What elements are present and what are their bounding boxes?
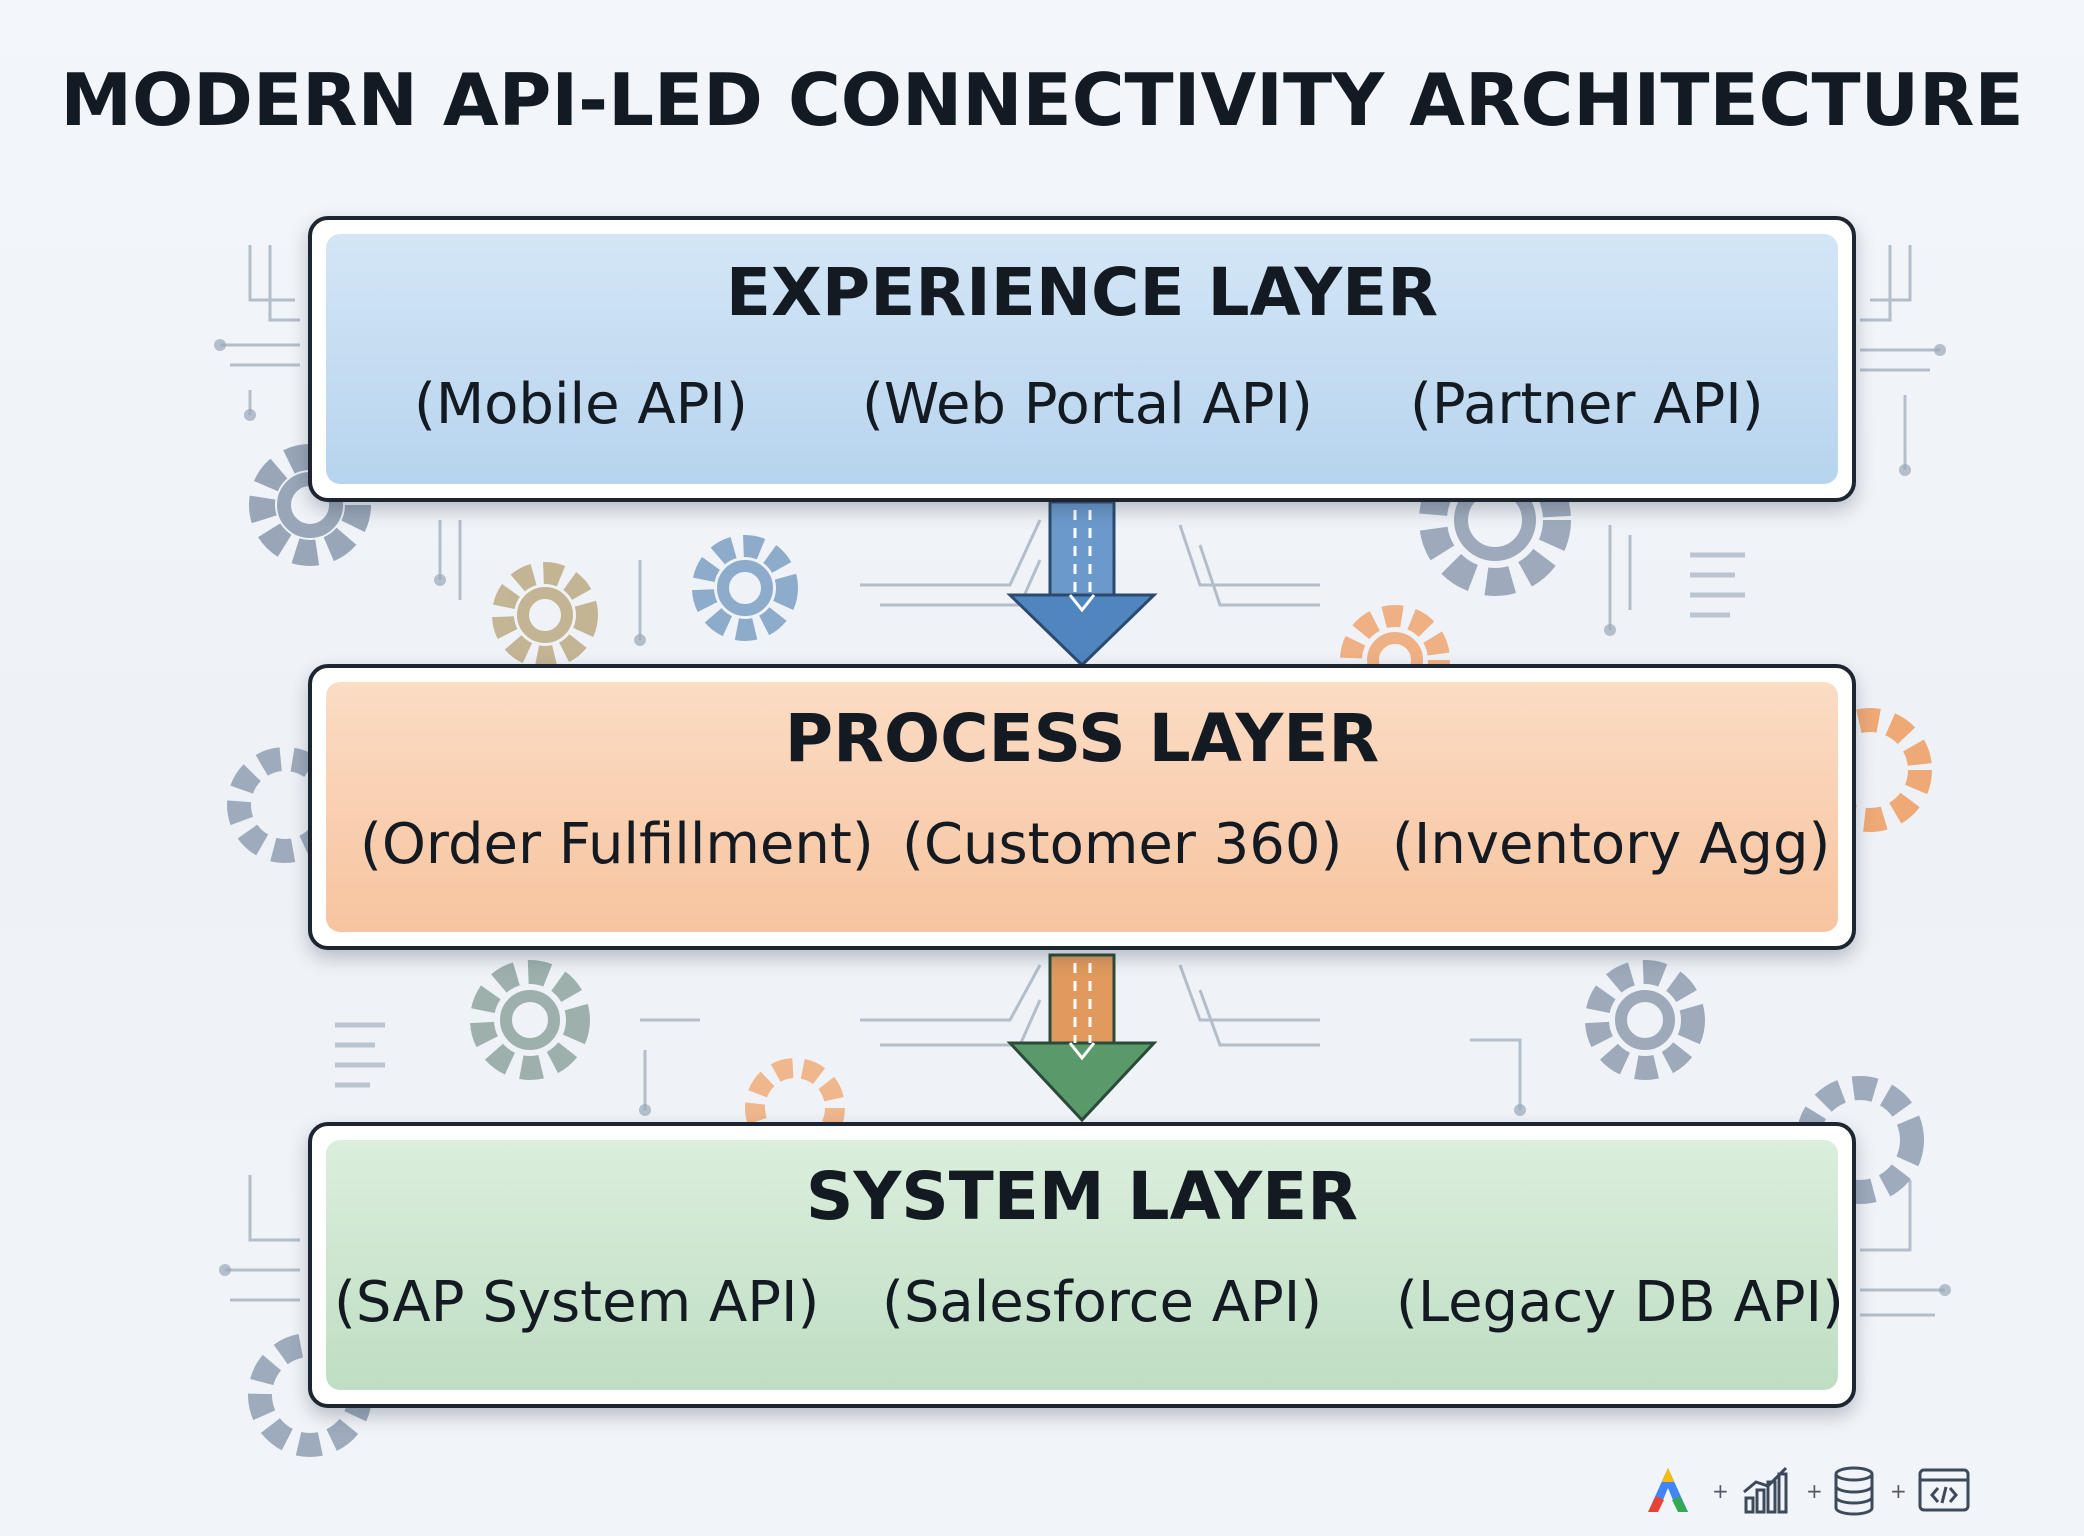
layer-title: PROCESS LAYER: [784, 700, 1380, 777]
experience-layer: EXPERIENCE LAYER (Mobile API) (Web Porta…: [308, 216, 1856, 502]
circuit-lines: [220, 245, 1945, 1317]
logo-a-icon: [1648, 1468, 1688, 1512]
gear-icon: [1796, 1076, 1924, 1204]
layer-fill: [326, 234, 1838, 484]
gear-icon: [492, 562, 598, 668]
api-item: (Web Portal API): [862, 372, 1313, 437]
api-item: (Mobile API): [414, 372, 748, 437]
api-item: (SAP System API): [334, 1270, 820, 1335]
process-layer: PROCESS LAYER (Order Fulfillment) (Custo…: [308, 664, 1856, 950]
api-row: (Order Fulfillment) (Customer 360) (Inve…: [312, 812, 1852, 882]
api-row: (Mobile API) (Web Portal API) (Partner A…: [312, 372, 1852, 442]
layer-title: EXPERIENCE LAYER: [725, 254, 1439, 331]
api-item: (Legacy DB API): [1396, 1270, 1844, 1335]
api-item: (Inventory Agg): [1392, 812, 1831, 877]
gear-icon: [1808, 708, 1932, 832]
bar-chart-icon: [1743, 1466, 1788, 1514]
list-lines: [335, 552, 1745, 1088]
circuit-dots: [214, 339, 1951, 1296]
layer-title: SYSTEM LAYER: [805, 1158, 1359, 1235]
diagram-title: MODERN API-LED CONNECTIVITY ARCHITECTURE: [60, 58, 2024, 142]
api-item: (Partner API): [1410, 372, 1764, 437]
gear-icon: [1585, 960, 1705, 1080]
api-row: (SAP System API) (Salesforce API) (Legac…: [312, 1270, 1852, 1340]
svg-text:+: +: [1806, 1479, 1823, 1503]
layer-fill: [326, 1140, 1838, 1390]
api-item: (Customer 360): [902, 812, 1343, 877]
footer-logos: + + +: [1648, 1466, 1970, 1516]
api-item: (Order Fulfillment): [360, 812, 874, 877]
gear-icon: [470, 960, 590, 1080]
svg-text:+: +: [1890, 1479, 1907, 1503]
code-window-icon: [1918, 1468, 1970, 1512]
gear-icon: [692, 535, 798, 641]
api-item: (Salesforce API): [882, 1270, 1323, 1335]
layer-fill: [326, 682, 1838, 932]
arrow-experience-to-process: [1006, 500, 1158, 668]
arrow-process-to-system: [1006, 953, 1158, 1123]
system-layer: SYSTEM LAYER (SAP System API) (Salesforc…: [308, 1122, 1856, 1408]
svg-text:+: +: [1712, 1479, 1729, 1503]
database-icon: [1834, 1466, 1874, 1516]
